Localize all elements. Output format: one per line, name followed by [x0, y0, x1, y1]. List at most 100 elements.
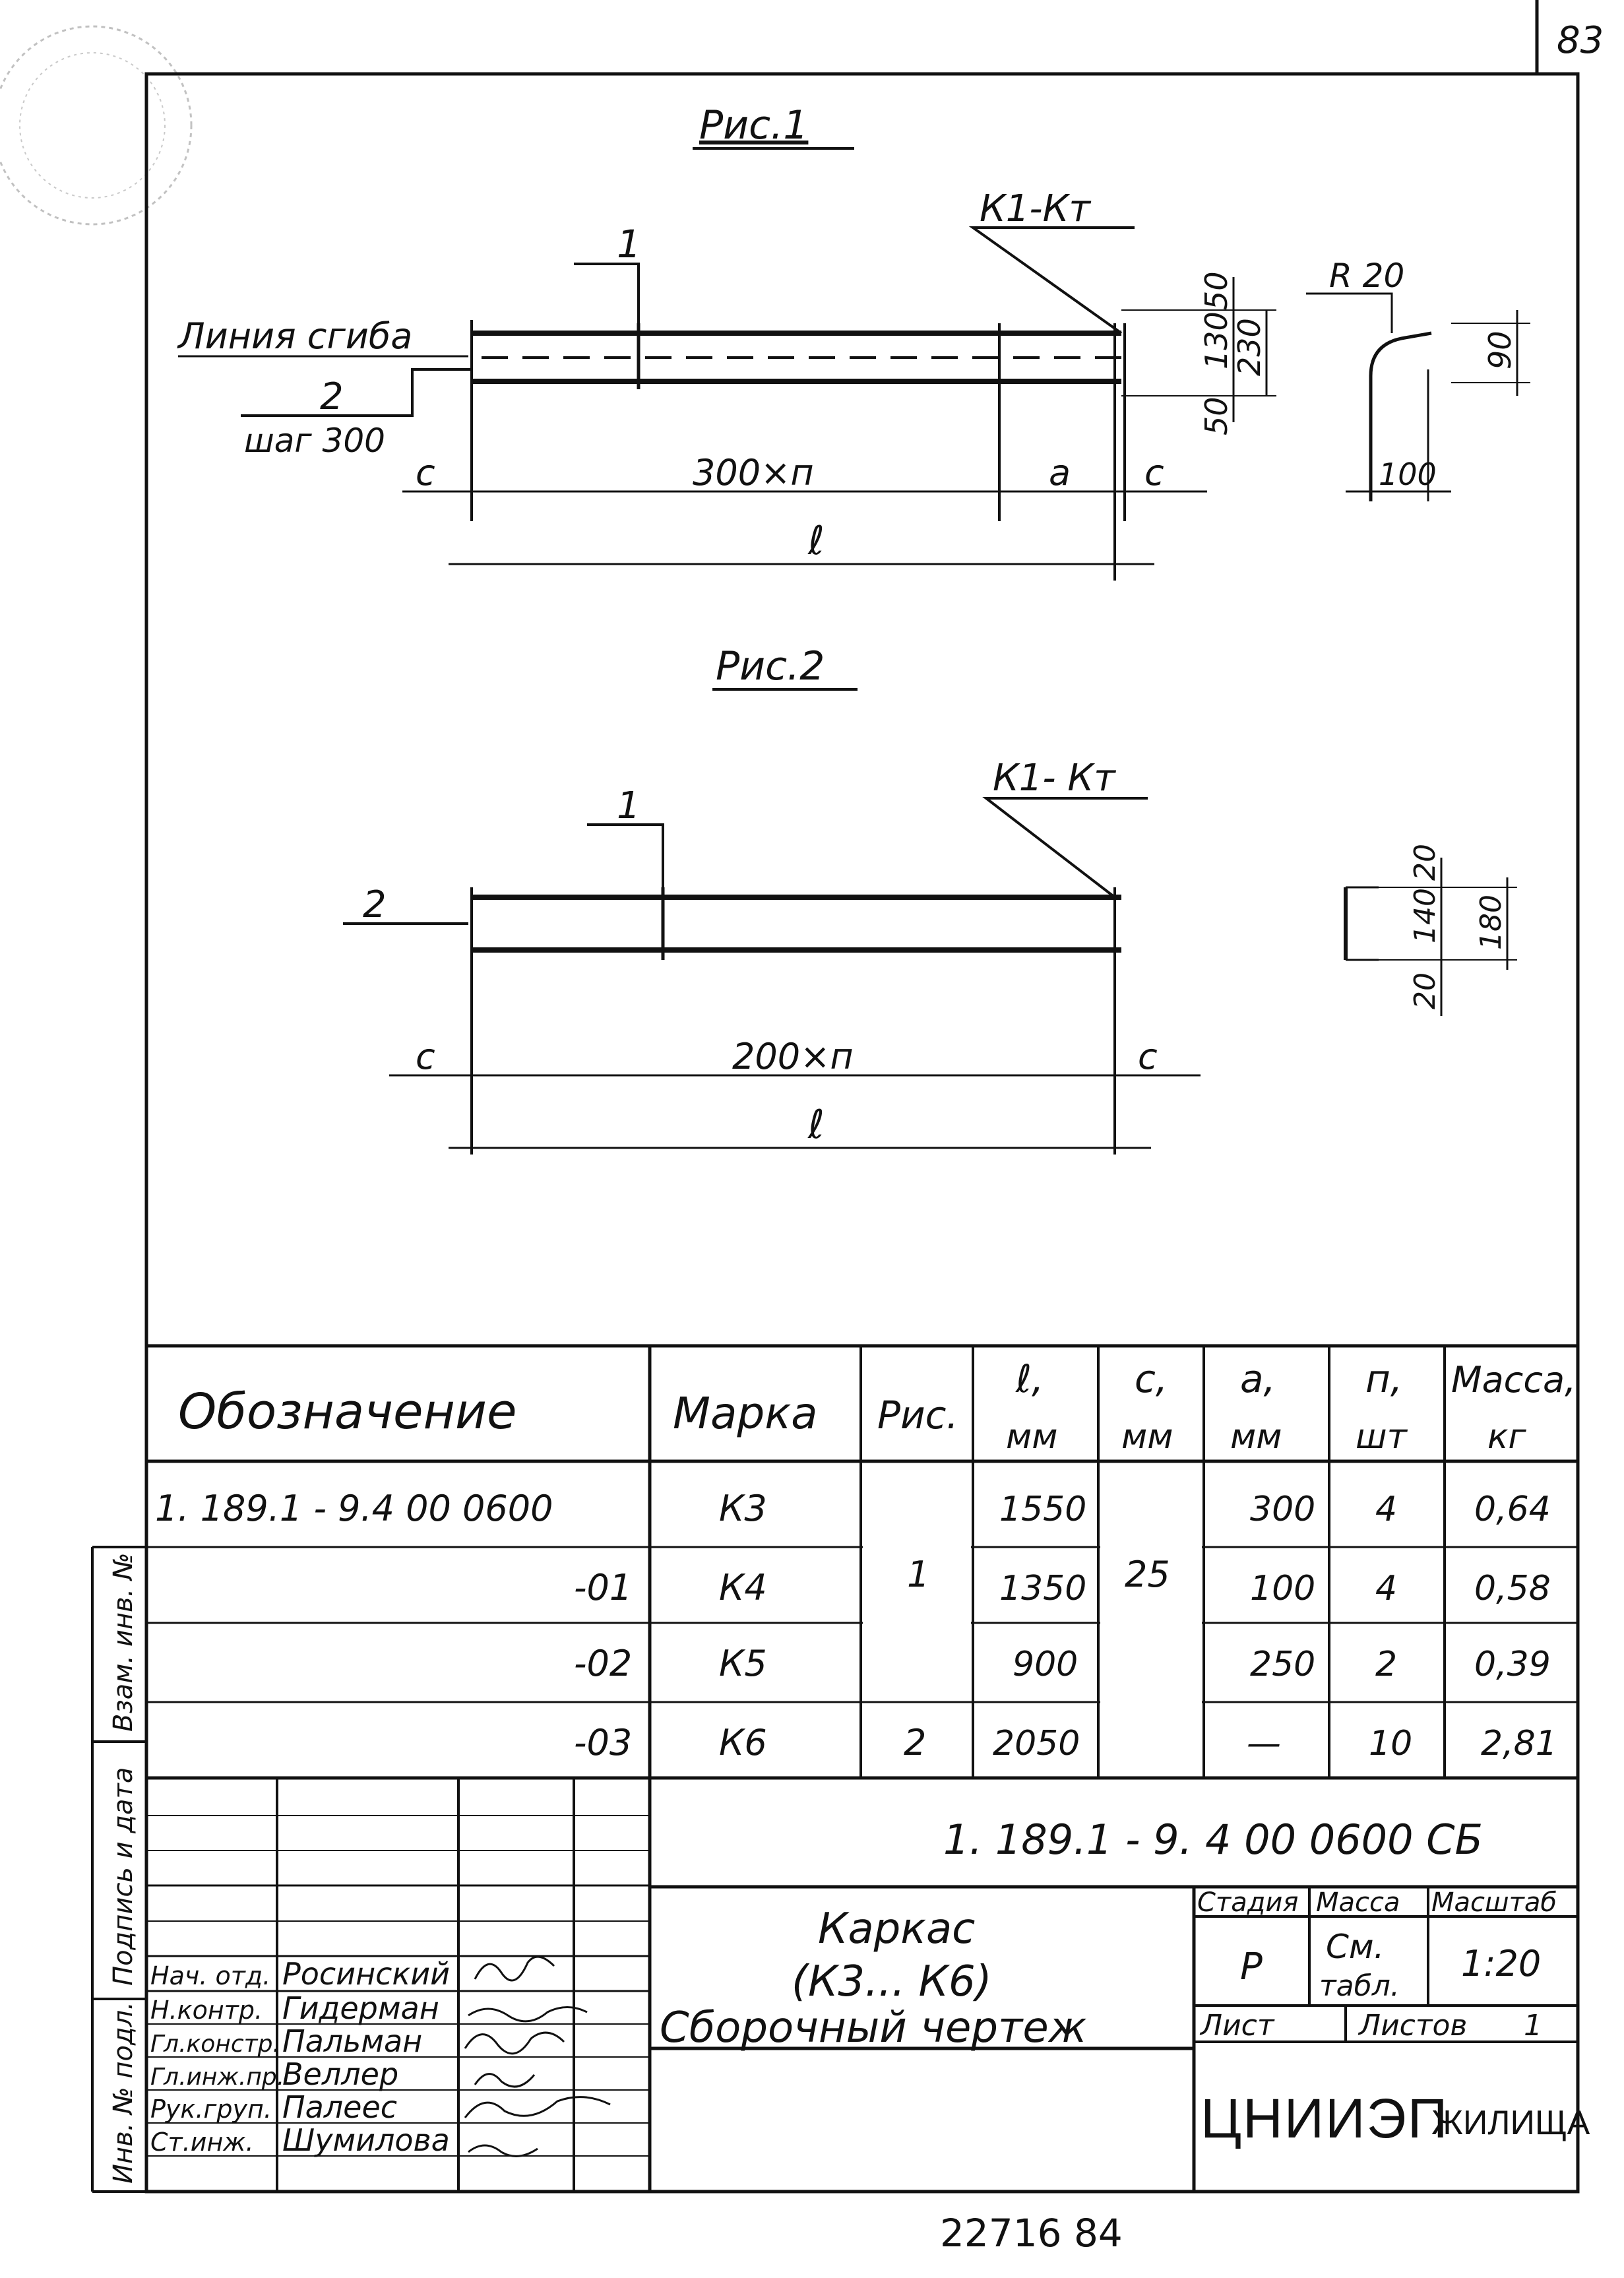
spec-table: Обозначение Марка Рис. ℓ, мм с, мм a, мм…: [146, 1344, 1578, 2192]
staff-name: Палеес: [282, 2089, 397, 2125]
cell-designation: -02: [574, 1643, 632, 1684]
cell-mass: 0,64: [1474, 1490, 1551, 1529]
th-a-unit: мм: [1230, 1417, 1282, 1457]
cell-mark: К4: [719, 1567, 767, 1608]
mass-value-1: См.: [1326, 1928, 1385, 1966]
staff-name: Гидерман: [282, 1990, 439, 2026]
cell-designation: -03: [574, 1722, 632, 1763]
fig2-section-140: 140: [1408, 888, 1442, 943]
doc-code: 1. 189.1 - 9. 4 00 0600 СБ: [943, 1816, 1483, 1864]
fig2-dim-span: 200×п: [732, 1036, 854, 1077]
title-block: Взам. инв. № Подпись и дата Инв. № подл.…: [91, 1546, 1590, 2193]
fig2-section-20-bot: 20: [1408, 972, 1442, 1009]
staff-row: Ст.инж. Шумилова: [150, 2122, 450, 2158]
staff-role: Нач. отд.: [150, 1961, 270, 1990]
fig2-dim-l: ℓ: [807, 1102, 825, 1148]
figure-2-title: Рис.2: [716, 643, 825, 689]
fig1-dim-130: 130: [1199, 311, 1234, 369]
scale-value: 1:20: [1461, 1943, 1541, 1984]
th-l: ℓ,: [1015, 1356, 1044, 1401]
staff-name: Веллер: [282, 2056, 398, 2092]
cell-mark: К6: [719, 1722, 767, 1763]
staff-role: Рук.груп.: [150, 2095, 272, 2124]
cell-fig: 2: [904, 1722, 926, 1763]
fig1-callout-kt: К1-Кт: [980, 187, 1091, 230]
cell-n: 4: [1375, 1490, 1397, 1529]
mass-label: Масса: [1316, 1887, 1400, 1918]
th-fig: Рис.: [877, 1393, 958, 1438]
th-c-unit: мм: [1121, 1417, 1173, 1457]
staff-row: Нач. отд. Росинский: [150, 1956, 450, 1992]
cell-mark: К5: [719, 1643, 767, 1684]
figure-2: Рис.2 1 К1- Кт 2 с 200×п с ℓ 20 140 20: [343, 643, 1517, 1155]
th-designation: Обозначение: [178, 1383, 516, 1440]
fig1-dim-a: a: [1049, 452, 1071, 493]
fig1-dim-l: ℓ: [807, 518, 825, 564]
title-line-2: (К3... К6): [792, 1957, 992, 2006]
archive-number: 22716 84: [940, 2211, 1123, 2256]
fig1-step-label: шаг 300: [244, 422, 385, 460]
fig2-section-180: 180: [1474, 895, 1508, 950]
staff-role: Ст.инж.: [150, 2128, 254, 2157]
cell-mass: 0,58: [1474, 1569, 1551, 1608]
fig1-dim-230: 230: [1232, 318, 1267, 376]
fig2-section-detail: 20 140 20 180: [1344, 844, 1517, 1016]
page-number: 83: [1557, 19, 1604, 62]
cell-n: 4: [1375, 1569, 1397, 1608]
signatures: [464, 1955, 611, 2157]
table-row: -02 К5 900 250 2 0,39: [574, 1643, 1551, 1684]
fig2-section-20-top: 20: [1408, 844, 1442, 881]
stage-label: Стадия: [1197, 1887, 1298, 1918]
fig1-callout-2: 2: [320, 375, 344, 418]
side-sign-date: Подпись и дата: [108, 1767, 139, 1986]
cell-l: 900: [1013, 1645, 1078, 1684]
staff-row: Рук.груп. Палеес: [150, 2089, 397, 2125]
side-inv-no: Инв. № подл.: [108, 2002, 139, 2184]
fig1-bend-label: Линия сгиба: [177, 315, 412, 357]
fig1-section-90: 90: [1482, 331, 1518, 369]
fig1-callout-1: 1: [617, 222, 641, 267]
th-l-unit: мм: [1006, 1417, 1057, 1457]
th-mass-unit: кг: [1487, 1417, 1526, 1457]
cell-mark: К3: [719, 1488, 767, 1529]
staff-name: Шумилова: [282, 2122, 450, 2158]
title-line-1: Каркас: [818, 1905, 975, 1953]
th-mass: Масса,: [1451, 1359, 1576, 1401]
fig1-section-r: R 20: [1329, 257, 1404, 295]
staff-role: Гл.инж.пр.: [150, 2064, 284, 2091]
mass-value-2: табл.: [1319, 1969, 1400, 2003]
fig1-dim-span: 300×п: [693, 452, 814, 493]
th-mark: Марка: [673, 1388, 818, 1439]
figure-1: Рис.1 1 К1-Кт Линия сгиба 2 шаг 300 с 30…: [177, 102, 1530, 581]
sheet-label: Лист: [1199, 2009, 1275, 2042]
staff-role: Н.контр.: [150, 1996, 263, 2025]
figure-1-title: Рис.1: [699, 102, 808, 148]
staff-name: Пальман: [282, 2023, 422, 2059]
cell-designation: 1. 189.1 - 9.4 00 0600: [155, 1488, 553, 1529]
fig2-dim-c-right: с: [1138, 1036, 1158, 1077]
table-row: 1. 189.1 - 9.4 00 0600 К3 1550 300 4 0,6…: [155, 1488, 1551, 1529]
org-sub: ЖИЛИЩА: [1431, 2104, 1590, 2142]
th-c: с,: [1135, 1356, 1168, 1401]
sheets-value: 1: [1524, 2009, 1542, 2042]
table-row: -01 К4 1 1350 25 100 4 0,58: [574, 1554, 1551, 1608]
archive-stamp: [0, 25, 193, 226]
sheets-label: Листов: [1358, 2009, 1467, 2042]
cell-mass: 2,81: [1481, 1724, 1557, 1763]
cell-a: 100: [1250, 1569, 1315, 1608]
cell-a: 250: [1250, 1645, 1315, 1684]
staff-row: Н.контр. Гидерман: [150, 1990, 439, 2026]
fig1-section-detail: R 20 90 100: [1306, 257, 1530, 501]
cell-designation: -01: [574, 1567, 632, 1608]
fig1-dim-50-bot: 50: [1199, 396, 1234, 435]
cell-l: 2050: [993, 1724, 1080, 1763]
cell-c: 25: [1125, 1554, 1170, 1595]
cell-mass: 0,39: [1474, 1645, 1551, 1684]
th-n: п,: [1365, 1356, 1402, 1401]
cell-a: —: [1247, 1724, 1281, 1763]
fig2-dim-c-left: с: [416, 1036, 435, 1077]
cell-fig: 1: [907, 1554, 929, 1595]
fig1-dim-50-top: 50: [1199, 271, 1234, 310]
stage-value: Р: [1240, 1946, 1263, 1988]
